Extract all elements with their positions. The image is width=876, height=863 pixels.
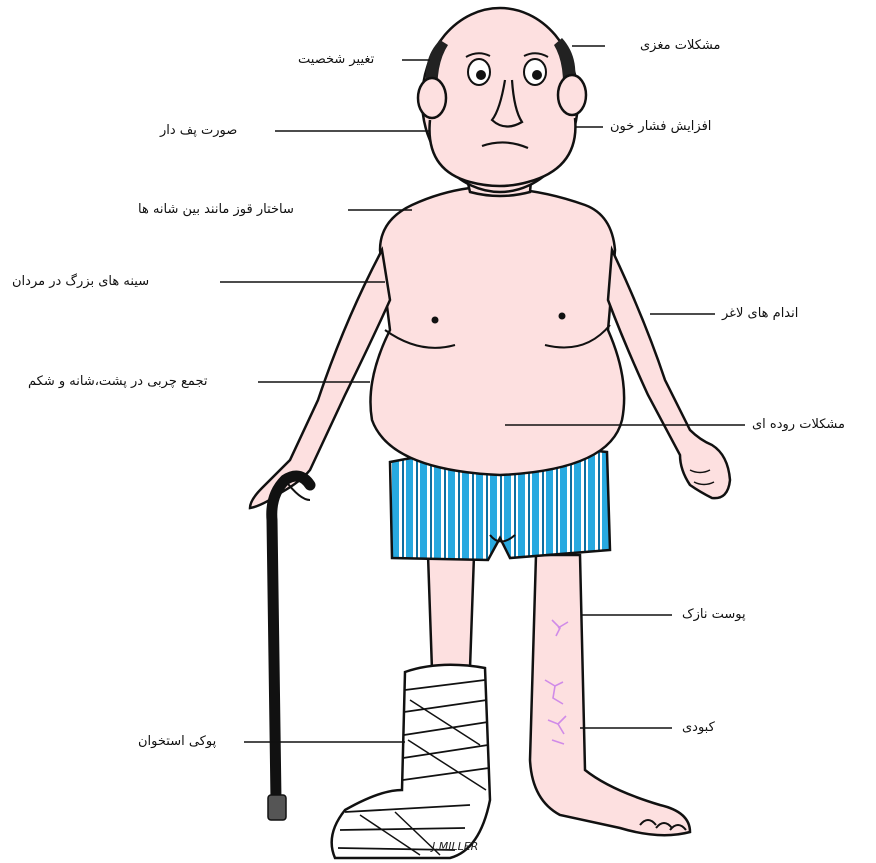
label-high-blood-pressure: افزایش فشار خون [610,119,711,135]
leg-cast [332,665,490,858]
head [418,8,586,192]
label-brain-problems: مشکلات مغزی [640,38,720,54]
right-nipple [559,313,566,320]
label-fat-accumulation: تجمع چربی در پشت،شانه و شکم [28,374,207,390]
artist-signature: J.MILLER [432,840,478,853]
label-puffy-face: صورت پف دار [160,123,237,139]
label-osteoporosis: پوکی استخوان [138,734,216,750]
label-buffalo-hump: ساختار قوز مانند بین شانه ها [138,202,294,218]
label-thin-skin: پوست نازک [682,607,746,623]
label-bruising: کبودی [682,720,715,736]
torso [370,188,624,475]
label-enlarged-breasts: سینه های بزرگ در مردان [12,274,149,290]
right-ear [558,75,586,115]
label-bowel-problems: مشکلات روده ای [752,417,845,433]
label-thin-limbs: اندام های لاغر [722,306,798,322]
label-personality-change: تغییر شخصیت [298,52,374,68]
puffy-cheeks [430,118,576,186]
left-ear [418,78,446,118]
walking-cane [268,476,310,820]
left-nipple [432,317,439,324]
